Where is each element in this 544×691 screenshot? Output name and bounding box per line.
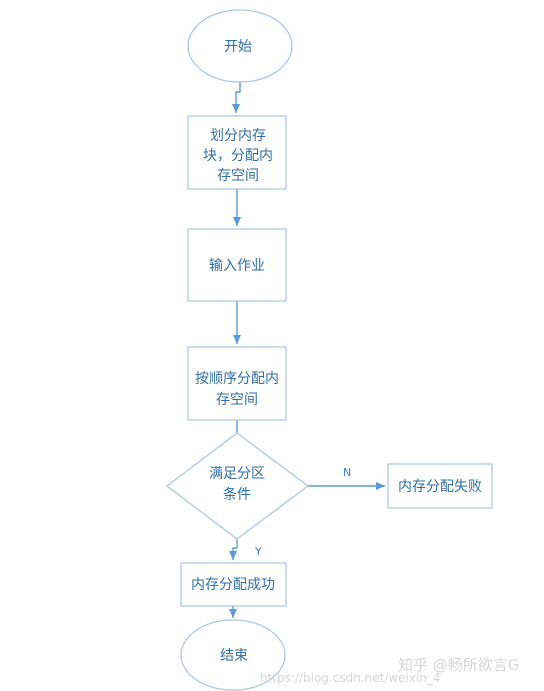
node-divide-line-0: 划分内存 — [210, 128, 266, 144]
node-fail-line-0: 内存分配失败 — [398, 479, 482, 495]
edge-label-no: N — [343, 466, 351, 479]
node-condition: 满足分区 条件 — [166, 432, 310, 540]
node-divide-line-1: 块，分配内 — [203, 148, 273, 164]
node-divide-line-2: 存空间 — [217, 168, 259, 184]
node-allocation-success: 内存分配成功 — [180, 562, 287, 607]
node-start-line-0: 开始 — [224, 39, 252, 55]
node-condition-line-1: 条件 — [223, 486, 251, 503]
watermark-brand: 知乎 @畅所欲言G — [398, 656, 519, 674]
edge-condition-to-success — [229, 537, 238, 560]
node-allocate-sequential: 按顺序分配内 存空间 — [187, 346, 287, 421]
node-allocate-line-1: 存空间 — [216, 392, 258, 408]
edge-label-yes: Y — [254, 545, 262, 558]
edges — [229, 82, 385, 618]
node-end-line-0: 结束 — [220, 648, 248, 664]
node-success-line-0: 内存分配成功 — [191, 577, 275, 593]
node-divide-memory: 划分内存 块，分配内 存空间 — [187, 115, 287, 190]
edge-start-to-divide — [232, 82, 241, 113]
watermark: https://blog.csdn.net/weixin_4 知乎 @畅所欲言G — [260, 656, 519, 685]
node-start: 开始 — [187, 9, 293, 83]
watermark-url: https://blog.csdn.net/weixin_4 — [260, 671, 441, 685]
node-allocate-line-0: 按顺序分配内 — [195, 371, 279, 387]
node-input-line-0: 输入作业 — [209, 258, 265, 274]
node-allocation-failed: 内存分配失败 — [387, 463, 493, 509]
node-condition-line-0: 满足分区 — [209, 466, 265, 482]
node-end: 结束 — [180, 619, 286, 691]
node-input-job: 输入作业 — [187, 228, 287, 302]
